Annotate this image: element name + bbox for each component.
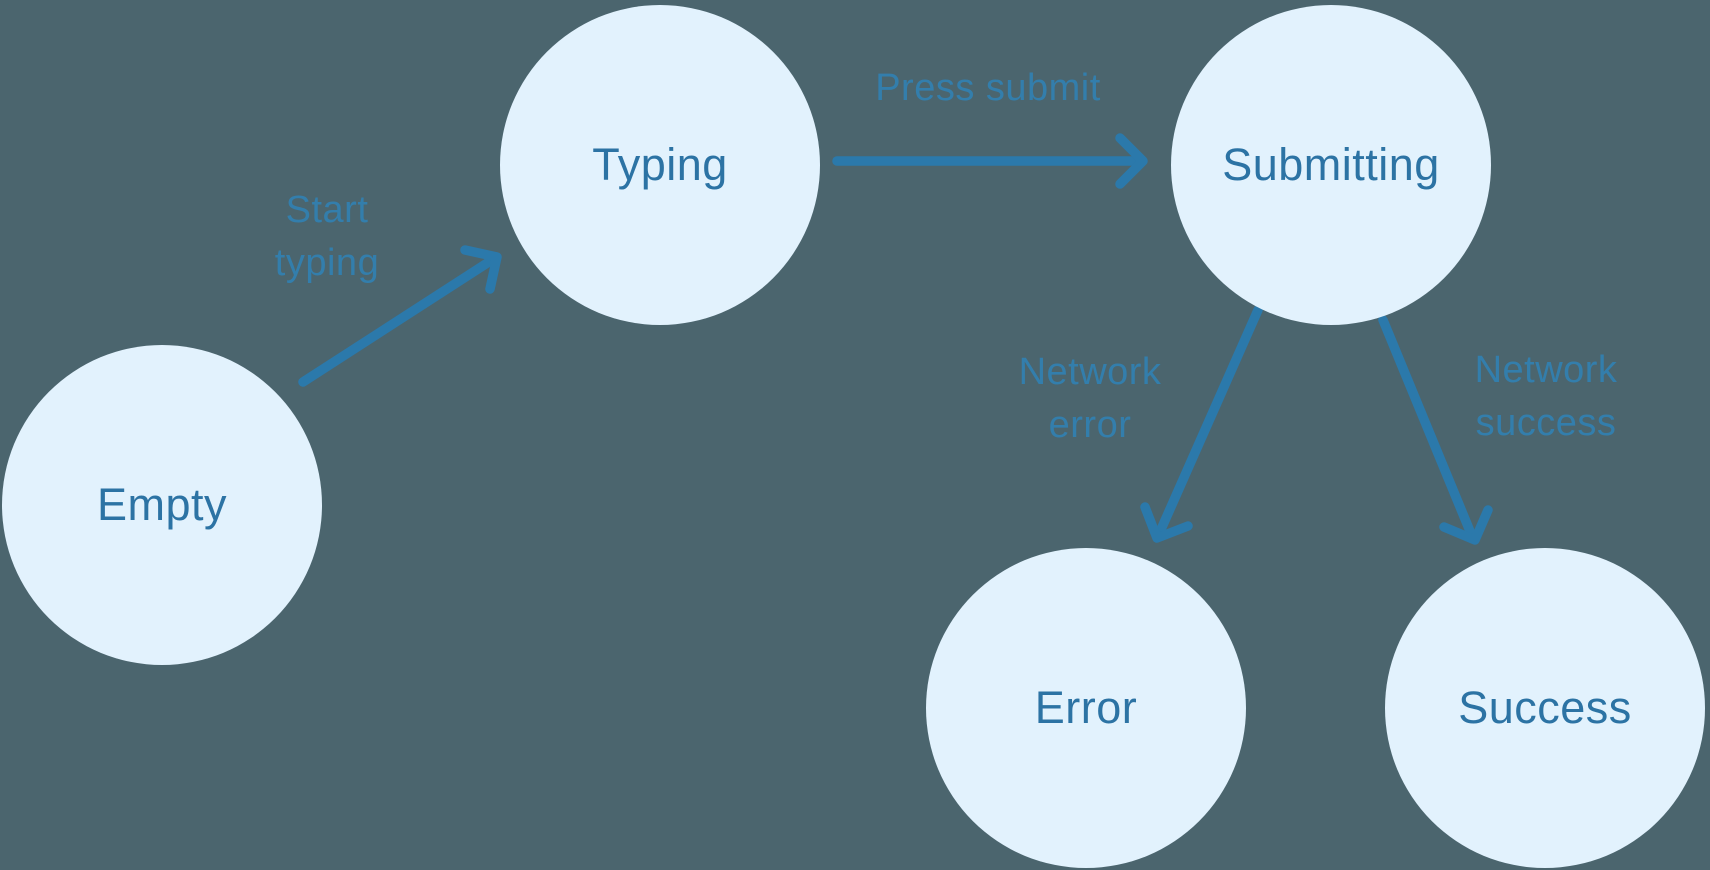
state-label-empty: Empty bbox=[96, 479, 228, 530]
arrowhead-icon bbox=[1115, 133, 1148, 189]
arrowhead-icon bbox=[460, 245, 502, 294]
arrow-typing-to-submitting bbox=[832, 133, 1148, 189]
transition-label-start-typing: Start typing bbox=[274, 189, 380, 284]
arrowhead-icon bbox=[1439, 505, 1493, 545]
transition-label-press-submit: Press submit bbox=[875, 67, 1101, 109]
state-node-success: Success bbox=[1385, 548, 1705, 868]
state-node-typing: Typing bbox=[500, 5, 820, 325]
state-label-error: Error bbox=[1034, 682, 1138, 733]
state-label-success: Success bbox=[1458, 682, 1632, 733]
arrow-empty-to-typing bbox=[298, 245, 502, 387]
state-node-empty: Empty bbox=[2, 345, 322, 665]
state-label-typing: Typing bbox=[592, 139, 728, 190]
arrowhead-icon bbox=[1140, 502, 1193, 543]
state-node-error: Error bbox=[926, 548, 1246, 868]
transition-label-network-error: Network error bbox=[1018, 351, 1162, 446]
arrow-submitting-to-error bbox=[1140, 305, 1263, 543]
transition-label-network-success: Network success bbox=[1474, 349, 1618, 444]
arrow-submitting-to-success bbox=[1378, 315, 1493, 545]
state-label-submitting: Submitting bbox=[1222, 139, 1440, 190]
state-node-submitting: Submitting bbox=[1171, 5, 1491, 325]
